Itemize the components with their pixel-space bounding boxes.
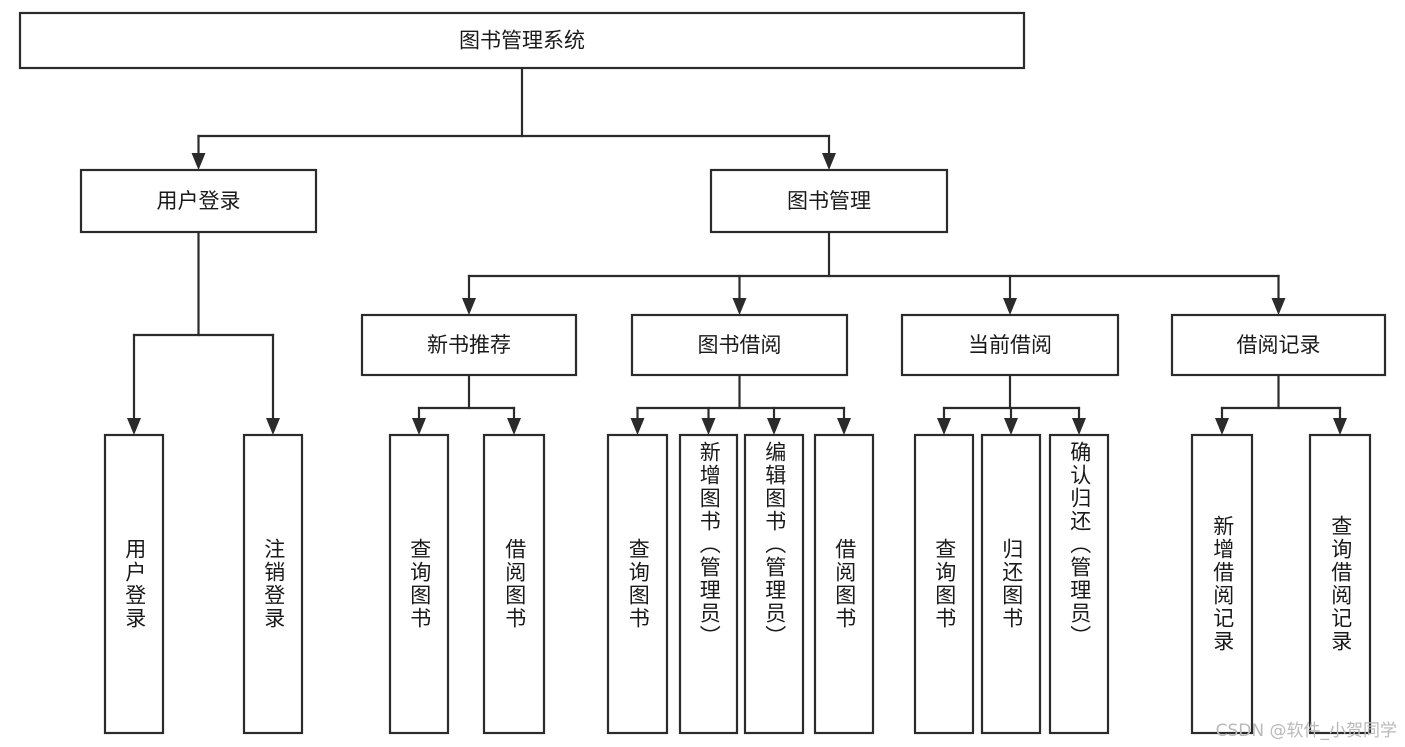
- csdn-watermark: CSDN @软件_小贺同学: [1215, 721, 1397, 741]
- node-leaf-6-box[interactable]: [743, 433, 805, 735]
- node-layer: [18, 11, 1387, 735]
- arrow-to-leaf-1: [266, 418, 280, 435]
- arrow-to-leaf-7: [837, 418, 851, 435]
- node-leaf-9-box[interactable]: [980, 433, 1042, 735]
- node-level3-3-label: 借阅记录: [1237, 333, 1321, 357]
- connector-layer: [127, 66, 1347, 435]
- arrow-to-leaf-11: [1215, 418, 1229, 435]
- arrow-level2-to-level3-2: [1003, 298, 1017, 315]
- arrow-to-leaf-8: [937, 418, 951, 435]
- arrow-to-leaf-10: [1072, 418, 1086, 435]
- arrow-to-leaf-3: [507, 418, 521, 435]
- node-level3-1-label: 图书借阅: [698, 333, 782, 357]
- node-root-label: 图书管理系统: [459, 29, 585, 53]
- arrow-level2-to-level3-1: [732, 298, 747, 315]
- node-leaf-11-box[interactable]: [1190, 433, 1254, 735]
- arrow-level2-to-level3-0: [462, 298, 476, 315]
- node-leaf-3-box[interactable]: [482, 433, 546, 735]
- node-level2-1-label: 图书管理: [787, 189, 871, 213]
- node-level2-0-box[interactable]: [79, 168, 318, 234]
- node-level3-3-box[interactable]: [1170, 313, 1387, 377]
- node-leaf-12-box[interactable]: [1308, 433, 1372, 735]
- arrow-to-leaf-0: [127, 418, 141, 435]
- arrow-to-leaf-12: [1333, 418, 1347, 435]
- arrow-to-leaf-4: [630, 418, 645, 435]
- node-leaf-1-box[interactable]: [242, 433, 304, 735]
- node-leaf-4-box[interactable]: [606, 433, 669, 735]
- node-level3-2-label: 当前借阅: [968, 333, 1052, 357]
- arrow-level2-to-level3-3: [1271, 298, 1286, 315]
- node-leaf-5-box[interactable]: [678, 433, 739, 735]
- node-leaf-7-box[interactable]: [813, 433, 875, 735]
- node-level2-1-box[interactable]: [709, 168, 949, 234]
- arrow-to-leaf-2: [412, 418, 426, 435]
- node-level2-0-label: 用户登录: [157, 189, 241, 213]
- node-leaf-0-box[interactable]: [103, 433, 165, 735]
- arrow-root-to-level2-1: [822, 153, 836, 170]
- node-level3-2-box[interactable]: [900, 313, 1120, 377]
- node-level3-1-box[interactable]: [630, 313, 849, 377]
- arrow-to-leaf-9: [1004, 418, 1018, 435]
- arrow-root-to-level2-0: [191, 153, 206, 170]
- arrow-to-leaf-6: [767, 418, 781, 435]
- node-level3-0-label: 新书推荐: [427, 333, 511, 357]
- node-root-box[interactable]: [18, 11, 1026, 70]
- node-leaf-10-box[interactable]: [1048, 433, 1110, 735]
- node-level3-0-box[interactable]: [360, 313, 578, 377]
- node-leaf-2-box[interactable]: [388, 433, 450, 735]
- arrow-to-leaf-5: [701, 418, 716, 435]
- node-leaf-8-box[interactable]: [913, 433, 975, 735]
